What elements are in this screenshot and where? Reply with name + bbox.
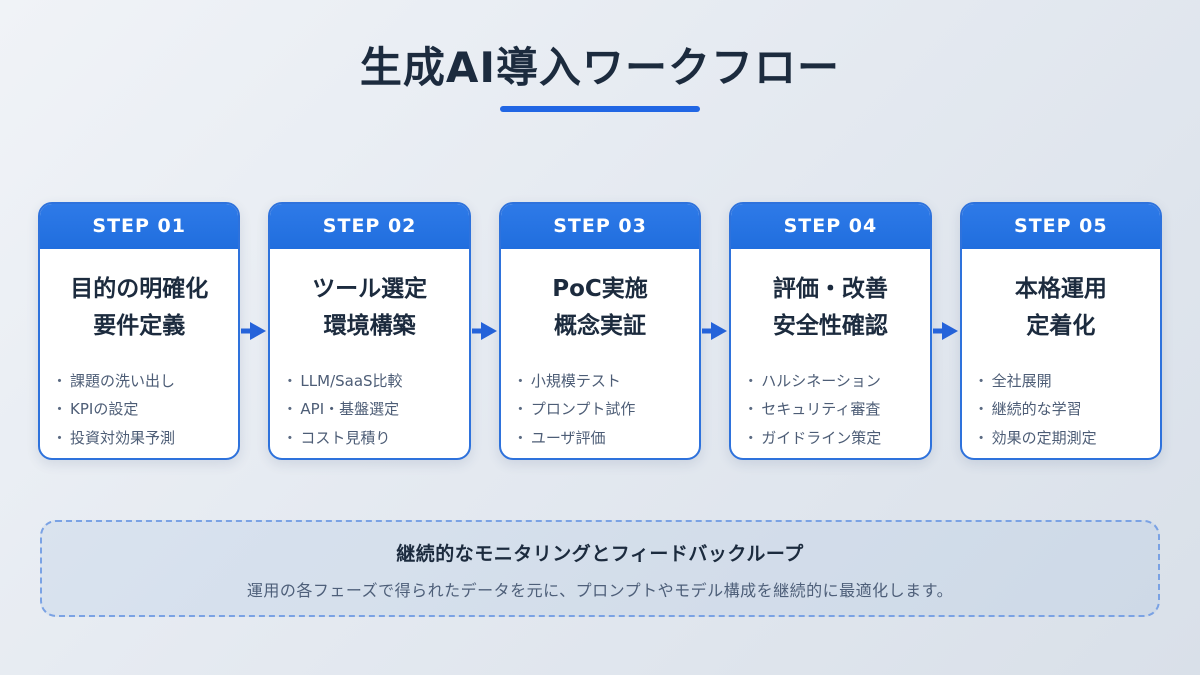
step-title-line: 安全性確認 xyxy=(772,312,888,339)
step-badge: STEP 04 xyxy=(731,204,930,249)
bullet-dot: ・ xyxy=(282,429,298,448)
step-items: ・ハルシネーション ・セキュリティ審査 ・ガイドライン策定 xyxy=(731,367,929,453)
step-item-text: プロンプト試作 xyxy=(530,400,636,419)
step-card-2: STEP 02 ツール選定 環境構築 ・LLM/SaaS比較 ・API・基盤選定… xyxy=(268,202,471,460)
step-item: ・ハルシネーション xyxy=(743,367,921,396)
step-item: ・プロンプト試作 xyxy=(513,395,691,424)
step-badge: STEP 05 xyxy=(961,204,1161,249)
step-items: ・小規模テスト ・プロンプト試作 ・ユーザ評価 xyxy=(501,367,699,453)
flow-arrow-right-icon xyxy=(932,202,960,460)
step-items: ・全社展開 ・継続的な学習 ・効果の定期測定 xyxy=(962,367,1160,453)
bullet-dot: ・ xyxy=(743,429,759,448)
page-header: 生成AI導入ワークフロー xyxy=(0,34,1200,112)
step-title: ツール選定 環境構築 xyxy=(270,271,468,345)
bullet-dot: ・ xyxy=(282,400,298,419)
bullet-dot: ・ xyxy=(52,429,68,448)
step-card-1: STEP 01 目的の明確化 要件定義 ・課題の洗い出し ・KPIの設定 ・投資… xyxy=(38,202,241,460)
title-underline xyxy=(500,106,700,112)
workflow-steps: STEP 01 目的の明確化 要件定義 ・課題の洗い出し ・KPIの設定 ・投資… xyxy=(38,202,1163,460)
step-item: ・セキュリティ審査 xyxy=(743,395,921,424)
step-item: ・ガイドライン策定 xyxy=(743,424,921,453)
step-item-text: 課題の洗い出し xyxy=(70,371,176,390)
feedback-loop-description: 運用の各フェーズで得られたデータを元に、プロンプトやモデル構成を継続的に最適化し… xyxy=(246,581,954,600)
step-item: ・効果の定期測定 xyxy=(974,424,1152,453)
feedback-loop-title: 継続的なモニタリングとフィードバックループ xyxy=(396,543,804,565)
step-title-line: 要件定義 xyxy=(93,312,186,339)
step-title: 目的の明確化 要件定義 xyxy=(40,271,238,345)
step-title-line: 本格運用 xyxy=(1014,276,1107,302)
step-title-line: 評価・改善 xyxy=(772,276,888,302)
flow-arrow-right-icon xyxy=(471,202,499,460)
step-item: ・API・基盤選定 xyxy=(282,395,460,424)
bullet-dot: ・ xyxy=(282,371,298,390)
step-item-text: ハルシネーション xyxy=(761,371,881,390)
step-card-3: STEP 03 PoC実施 概念実証 ・小規模テスト ・プロンプト試作 ・ユーザ… xyxy=(498,202,702,460)
step-title-line: 概念実証 xyxy=(554,312,647,339)
step-title-line: PoC実施 xyxy=(552,276,648,302)
step-badge: STEP 03 xyxy=(500,204,700,249)
step-item-text: LLM/SaaS比較 xyxy=(300,371,403,390)
bullet-dot: ・ xyxy=(512,400,528,419)
step-item-text: ユーザ評価 xyxy=(530,429,606,448)
bullet-dot: ・ xyxy=(973,429,989,448)
step-badge: STEP 02 xyxy=(270,204,469,249)
step-item-text: 継続的な学習 xyxy=(991,400,1082,419)
step-item: ・KPIの設定 xyxy=(52,395,230,424)
step-title: PoC実施 概念実証 xyxy=(501,271,699,345)
step-item: ・継続的な学習 xyxy=(974,395,1152,424)
step-item-text: 小規模テスト xyxy=(530,371,621,390)
feedback-loop-box: 継続的なモニタリングとフィードバックループ 運用の各フェーズで得られたデータを元… xyxy=(40,520,1160,617)
step-item: ・投資対効果予測 xyxy=(52,424,230,453)
step-item-text: 投資対効果予測 xyxy=(70,429,176,448)
bullet-dot: ・ xyxy=(973,371,989,390)
step-item-text: 全社展開 xyxy=(991,371,1052,390)
step-title-line: 目的の明確化 xyxy=(70,276,209,302)
step-item-text: API・基盤選定 xyxy=(300,400,400,419)
step-item-text: KPIの設定 xyxy=(70,400,139,419)
bullet-dot: ・ xyxy=(743,371,759,390)
step-title-line: 環境構築 xyxy=(323,312,416,339)
bullet-dot: ・ xyxy=(973,400,989,419)
step-card-4: STEP 04 評価・改善 安全性確認 ・ハルシネーション ・セキュリティ審査 … xyxy=(729,202,932,460)
step-items: ・LLM/SaaS比較 ・API・基盤選定 ・コスト見積り xyxy=(270,367,468,453)
bullet-dot: ・ xyxy=(52,371,68,390)
step-item-text: セキュリティ審査 xyxy=(761,400,881,419)
bullet-dot: ・ xyxy=(743,400,759,419)
page-title: 生成AI導入ワークフロー xyxy=(359,43,841,92)
flow-arrow-right-icon xyxy=(701,202,729,460)
step-item-text: 効果の定期測定 xyxy=(991,429,1097,448)
flow-arrow-right-icon xyxy=(240,202,268,460)
step-item-text: ガイドライン策定 xyxy=(761,429,882,448)
step-item: ・全社展開 xyxy=(974,367,1152,396)
step-title-line: ツール選定 xyxy=(312,276,428,302)
step-title: 評価・改善 安全性確認 xyxy=(731,271,929,345)
step-card-5: STEP 05 本格運用 定着化 ・全社展開 ・継続的な学習 ・効果の定期測定 xyxy=(959,202,1163,460)
step-item: ・ユーザ評価 xyxy=(513,424,691,453)
bullet-dot: ・ xyxy=(512,429,528,448)
step-title-line: 定着化 xyxy=(1026,312,1096,339)
step-item-text: コスト見積り xyxy=(300,429,391,448)
step-item: ・コスト見積り xyxy=(282,424,460,453)
step-title: 本格運用 定着化 xyxy=(962,271,1160,345)
bullet-dot: ・ xyxy=(512,371,528,390)
step-item: ・LLM/SaaS比較 xyxy=(282,367,460,396)
step-item: ・小規模テスト xyxy=(513,367,691,396)
step-items: ・課題の洗い出し ・KPIの設定 ・投資対効果予測 xyxy=(40,367,238,453)
bullet-dot: ・ xyxy=(52,400,68,419)
step-item: ・課題の洗い出し xyxy=(52,367,230,396)
step-badge: STEP 01 xyxy=(40,204,239,249)
